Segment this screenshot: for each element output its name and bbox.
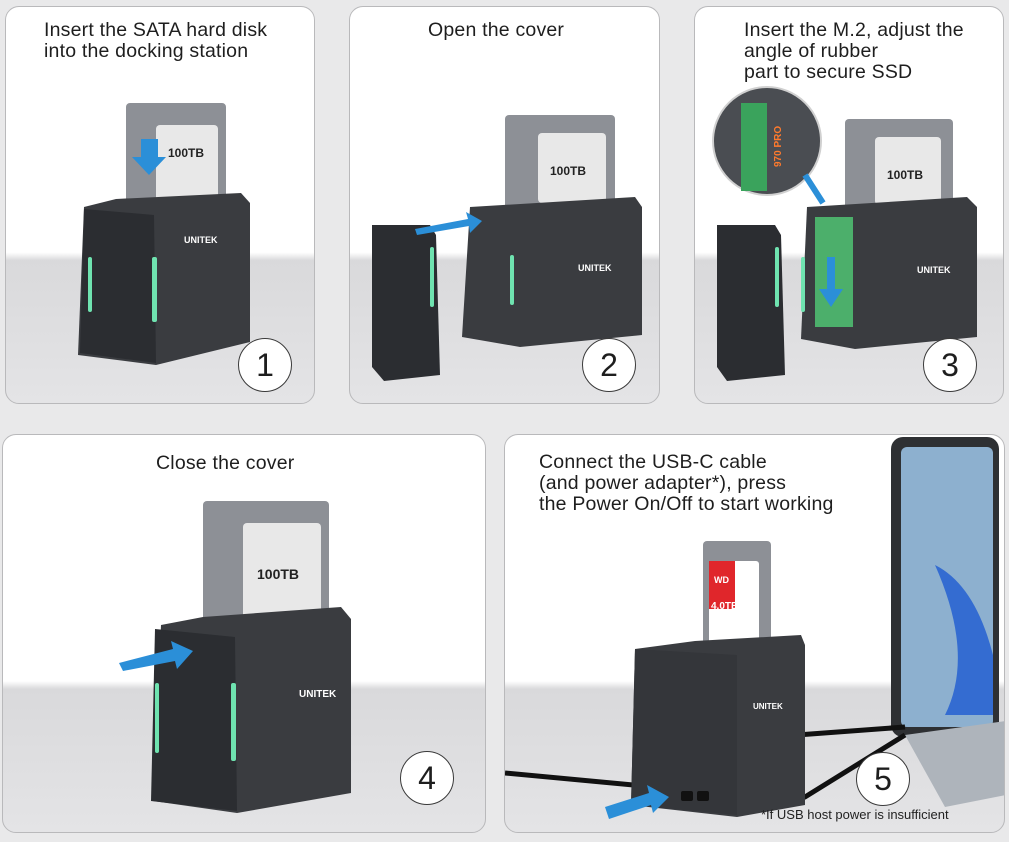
led-glow bbox=[801, 257, 805, 312]
led-glow bbox=[430, 247, 434, 307]
led-glow bbox=[155, 683, 159, 753]
dock-back bbox=[631, 649, 737, 815]
hdd-capacity-text: 100TB bbox=[257, 566, 299, 582]
brand-logo: UNITEK bbox=[184, 235, 218, 245]
hdd-capacity-text: 100TB bbox=[550, 164, 586, 178]
hdd-label bbox=[538, 133, 606, 203]
brand-logo: UNITEK bbox=[753, 702, 783, 711]
step-caption: Insert the M.2, adjust the angle of rubb… bbox=[744, 19, 964, 83]
step-1-panel: 100TB UNITEK Insert the SATA hard disk i… bbox=[5, 6, 315, 404]
step-5-panel: WD 4.0TB UNITEK Connect the USB-C cable … bbox=[504, 434, 1005, 833]
open-cover-illustration: 100TB UNITEK bbox=[372, 115, 642, 381]
step-caption: Insert the SATA hard disk into the docki… bbox=[44, 19, 268, 62]
hdd-capacity-text: 100TB bbox=[887, 168, 923, 182]
ssd-board bbox=[741, 103, 767, 191]
close-arrow-icon bbox=[119, 641, 193, 671]
connect-illustration: WD 4.0TB UNITEK bbox=[505, 437, 1004, 819]
open-arrow-icon bbox=[415, 212, 482, 235]
power-footnote: *If USB host power is insufficient bbox=[761, 807, 949, 822]
dock-cover bbox=[151, 629, 237, 811]
step-2-panel: 100TB UNITEK Open the cover 2 bbox=[349, 6, 660, 404]
brand-logo: UNITEK bbox=[917, 265, 951, 275]
plug-arrow-icon bbox=[605, 785, 669, 819]
power-port bbox=[697, 791, 709, 801]
hdd-label bbox=[875, 137, 941, 205]
power-cable bbox=[796, 724, 906, 738]
step-3-panel: 100TB UNITEK 970 PRO Insert the M.2, adj… bbox=[694, 6, 1004, 404]
dock-body bbox=[462, 197, 642, 347]
hdd-label bbox=[156, 125, 218, 201]
hdd-label bbox=[243, 523, 321, 631]
wd-red-stripe bbox=[709, 561, 735, 609]
led-glow bbox=[152, 257, 157, 322]
step-caption: Connect the USB-C cable (and power adapt… bbox=[539, 451, 834, 515]
led-glow bbox=[510, 255, 514, 305]
zoom-pointer bbox=[802, 173, 826, 205]
step-number-badge: 2 bbox=[582, 338, 636, 392]
usb-port bbox=[681, 791, 693, 801]
dock-illustration: 100TB UNITEK bbox=[78, 103, 250, 365]
wallpaper-swirl bbox=[935, 565, 993, 715]
led-glow bbox=[231, 683, 236, 761]
close-cover-illustration: 100TB UNITEK bbox=[119, 501, 351, 813]
insert-arrow-icon bbox=[132, 139, 166, 175]
step-number-badge: 3 bbox=[923, 338, 977, 392]
dock-cover bbox=[80, 209, 156, 363]
removed-cover bbox=[717, 225, 785, 381]
down-arrow-icon bbox=[819, 257, 843, 307]
wd-logo-text: WD bbox=[714, 575, 729, 585]
laptop-base bbox=[905, 721, 1004, 807]
led-glow bbox=[775, 247, 779, 307]
hdd-capacity-text: 100TB bbox=[168, 146, 204, 160]
step-number-badge: 5 bbox=[856, 752, 910, 806]
removed-cover bbox=[372, 225, 440, 381]
step-4-panel: 100TB UNITEK Close the cover 4 bbox=[2, 434, 486, 833]
step-caption: Open the cover bbox=[428, 19, 565, 41]
insert-m2-illustration: 100TB UNITEK 970 PRO bbox=[712, 86, 977, 381]
step-caption: Close the cover bbox=[156, 452, 295, 474]
led-glow bbox=[88, 257, 92, 312]
step-number-badge: 4 bbox=[400, 751, 454, 805]
ssd-label-text: 970 PRO bbox=[773, 126, 784, 167]
step-number-badge: 1 bbox=[238, 338, 292, 392]
brand-logo: UNITEK bbox=[299, 689, 337, 700]
wd-capacity-text: 4.0TB bbox=[711, 601, 738, 612]
brand-logo: UNITEK bbox=[578, 263, 612, 273]
